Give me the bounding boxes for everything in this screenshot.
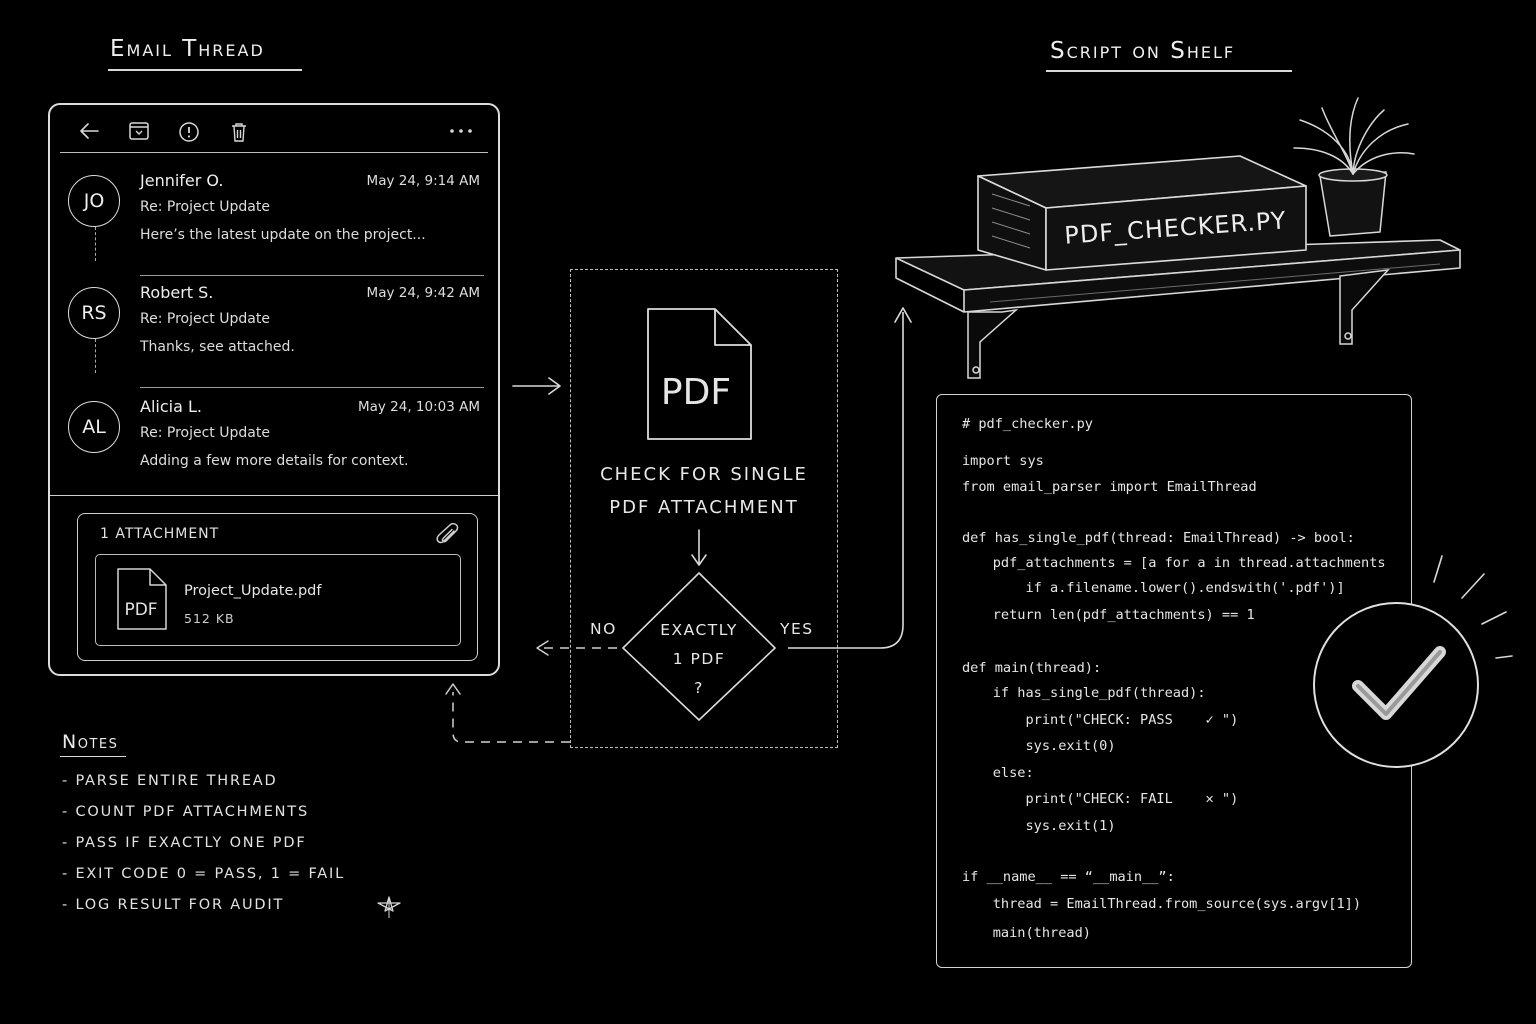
decision-label-line2: 1 PDF	[672, 650, 726, 668]
code-line: else:	[960, 765, 1034, 781]
arrow-to-check	[512, 377, 561, 395]
note-item: - PARSE ENTIRE THREAD	[62, 773, 278, 789]
message-preview: Adding a few more details for context.	[140, 453, 409, 469]
decision-label: EXACTLY 1 PDF ?	[639, 616, 759, 703]
avatar: JO	[68, 175, 120, 227]
archive-icon[interactable]	[128, 121, 150, 145]
trash-icon[interactable]	[228, 121, 250, 147]
message-item[interactable]: AL Alicia L. May 24, 10:03 AM Re: Projec…	[50, 389, 498, 502]
code-line: def main(thread):	[962, 660, 1102, 676]
no-label: NO	[590, 620, 617, 638]
thread-connector	[95, 339, 96, 373]
check-process-box: PDF CHECK FOR SINGLE PDF ATTACHMENT	[570, 269, 838, 748]
code-line: main(thread)	[960, 925, 1091, 941]
message-divider	[140, 387, 484, 388]
check-label-line2: PDF ATTACHMENT	[609, 497, 799, 518]
shelf-plank	[895, 239, 1461, 313]
code-line: print("CHECK: PASS ✓ ")	[960, 712, 1239, 728]
message-subject: Re: Project Update	[140, 199, 270, 215]
message-time: May 24, 9:14 AM	[366, 173, 480, 189]
code-line: sys.exit(1)	[960, 818, 1116, 834]
yes-branch-arrow	[788, 307, 912, 649]
message-item[interactable]: RS Robert S. May 24, 9:42 AM Re: Project…	[50, 275, 498, 388]
code-line: if __name__ == “__main__”:	[962, 869, 1175, 885]
alert-icon[interactable]	[178, 121, 200, 147]
message-sender: Alicia L.	[140, 397, 202, 416]
loop-back-arrow	[445, 683, 570, 743]
back-arrow-icon[interactable]	[78, 121, 100, 145]
message-time: May 24, 10:03 AM	[357, 399, 480, 415]
arrow-to-decision	[691, 529, 707, 566]
shelf-title: Script on Shelf	[1050, 38, 1236, 64]
book-icon	[977, 155, 1307, 271]
potted-plant-icon	[1293, 97, 1415, 237]
code-line: import sys	[962, 453, 1044, 469]
no-branch-arrow	[536, 640, 617, 656]
more-icon[interactable]	[448, 119, 476, 143]
code-line: def has_single_pdf(thread: EmailThread) …	[962, 530, 1355, 546]
message-time: May 24, 9:42 AM	[366, 285, 480, 301]
star-doodle-icon	[377, 896, 401, 918]
decision-label-line1: EXACTLY	[660, 621, 738, 639]
code-line: from email_parser import EmailThread	[962, 479, 1257, 495]
message-sender: Robert S.	[140, 283, 214, 302]
note-item: - COUNT PDF ATTACHMENTS	[62, 804, 309, 820]
code-line: print("CHECK: FAIL ✕ ")	[960, 791, 1239, 807]
pdf-document-icon-label: PDF	[661, 372, 731, 413]
attachments-section: 1 ATTACHMENT PDF Project_Update.pdf 512 …	[77, 513, 478, 661]
shelf-bracket-icon	[967, 269, 1390, 379]
note-item: - EXIT CODE 0 = PASS, 1 = FAIL	[62, 866, 345, 882]
toolbar-divider	[60, 152, 488, 153]
code-line: if has_single_pdf(thread):	[960, 685, 1206, 701]
message-item[interactable]: JO Jennifer O. May 24, 9:14 AM Re: Proje…	[50, 163, 498, 276]
code-line: if a.filename.lower().endswith('.pdf')]	[960, 580, 1345, 596]
message-subject: Re: Project Update	[140, 311, 270, 327]
code-line: sys.exit(0)	[960, 738, 1116, 754]
notes-title: Notes	[62, 731, 119, 753]
code-line: return len(pdf_attachments) == 1	[960, 607, 1255, 623]
attachment-file-name: Project_Update.pdf	[184, 583, 322, 599]
avatar: RS	[68, 287, 120, 339]
notes-title-underline	[60, 756, 126, 757]
paperclip-icon	[435, 522, 461, 554]
checkmark-badge-icon	[1313, 555, 1513, 768]
note-item: - PASS IF EXACTLY ONE PDF	[62, 835, 307, 851]
message-subject: Re: Project Update	[140, 425, 270, 441]
message-sender: Jennifer O.	[140, 171, 224, 190]
check-label-line1: CHECK FOR SINGLE	[600, 464, 808, 485]
attachments-divider	[50, 495, 498, 496]
avatar: AL	[68, 401, 120, 453]
attachment-file-size: 512 KB	[184, 611, 235, 626]
pdf-file-icon-label: PDF	[124, 600, 157, 620]
message-preview: Thanks, see attached.	[140, 339, 295, 355]
attachment-count: 1 ATTACHMENT	[100, 526, 220, 542]
pdf-document-icon: PDF	[645, 306, 755, 446]
decision-diamond	[621, 571, 777, 722]
email-thread-title: Email Thread	[110, 36, 265, 62]
email-thread-panel: JO Jennifer O. May 24, 9:14 AM Re: Proje…	[48, 103, 500, 676]
attachment-file[interactable]: PDF Project_Update.pdf 512 KB	[95, 554, 461, 646]
decision-label-line3: ?	[694, 679, 704, 697]
thread-connector	[95, 227, 96, 261]
email-thread-title-underline	[108, 69, 302, 71]
code-line: thread = EmailThread.from_source(sys.arg…	[960, 896, 1362, 912]
shelf-illustration: PDF_CHECKER.PY	[895, 97, 1461, 379]
code-line: # pdf_checker.py	[962, 416, 1093, 432]
pdf-file-icon: PDF	[116, 567, 168, 635]
yes-label: YES	[780, 620, 814, 638]
code-line: pdf_attachments = [a for a in thread.att…	[960, 555, 1386, 571]
note-item: - LOG RESULT FOR AUDIT	[62, 897, 285, 913]
message-preview: Here’s the latest update on the project.…	[140, 227, 426, 243]
message-divider	[140, 275, 484, 276]
shelf-title-underline	[1046, 70, 1292, 72]
